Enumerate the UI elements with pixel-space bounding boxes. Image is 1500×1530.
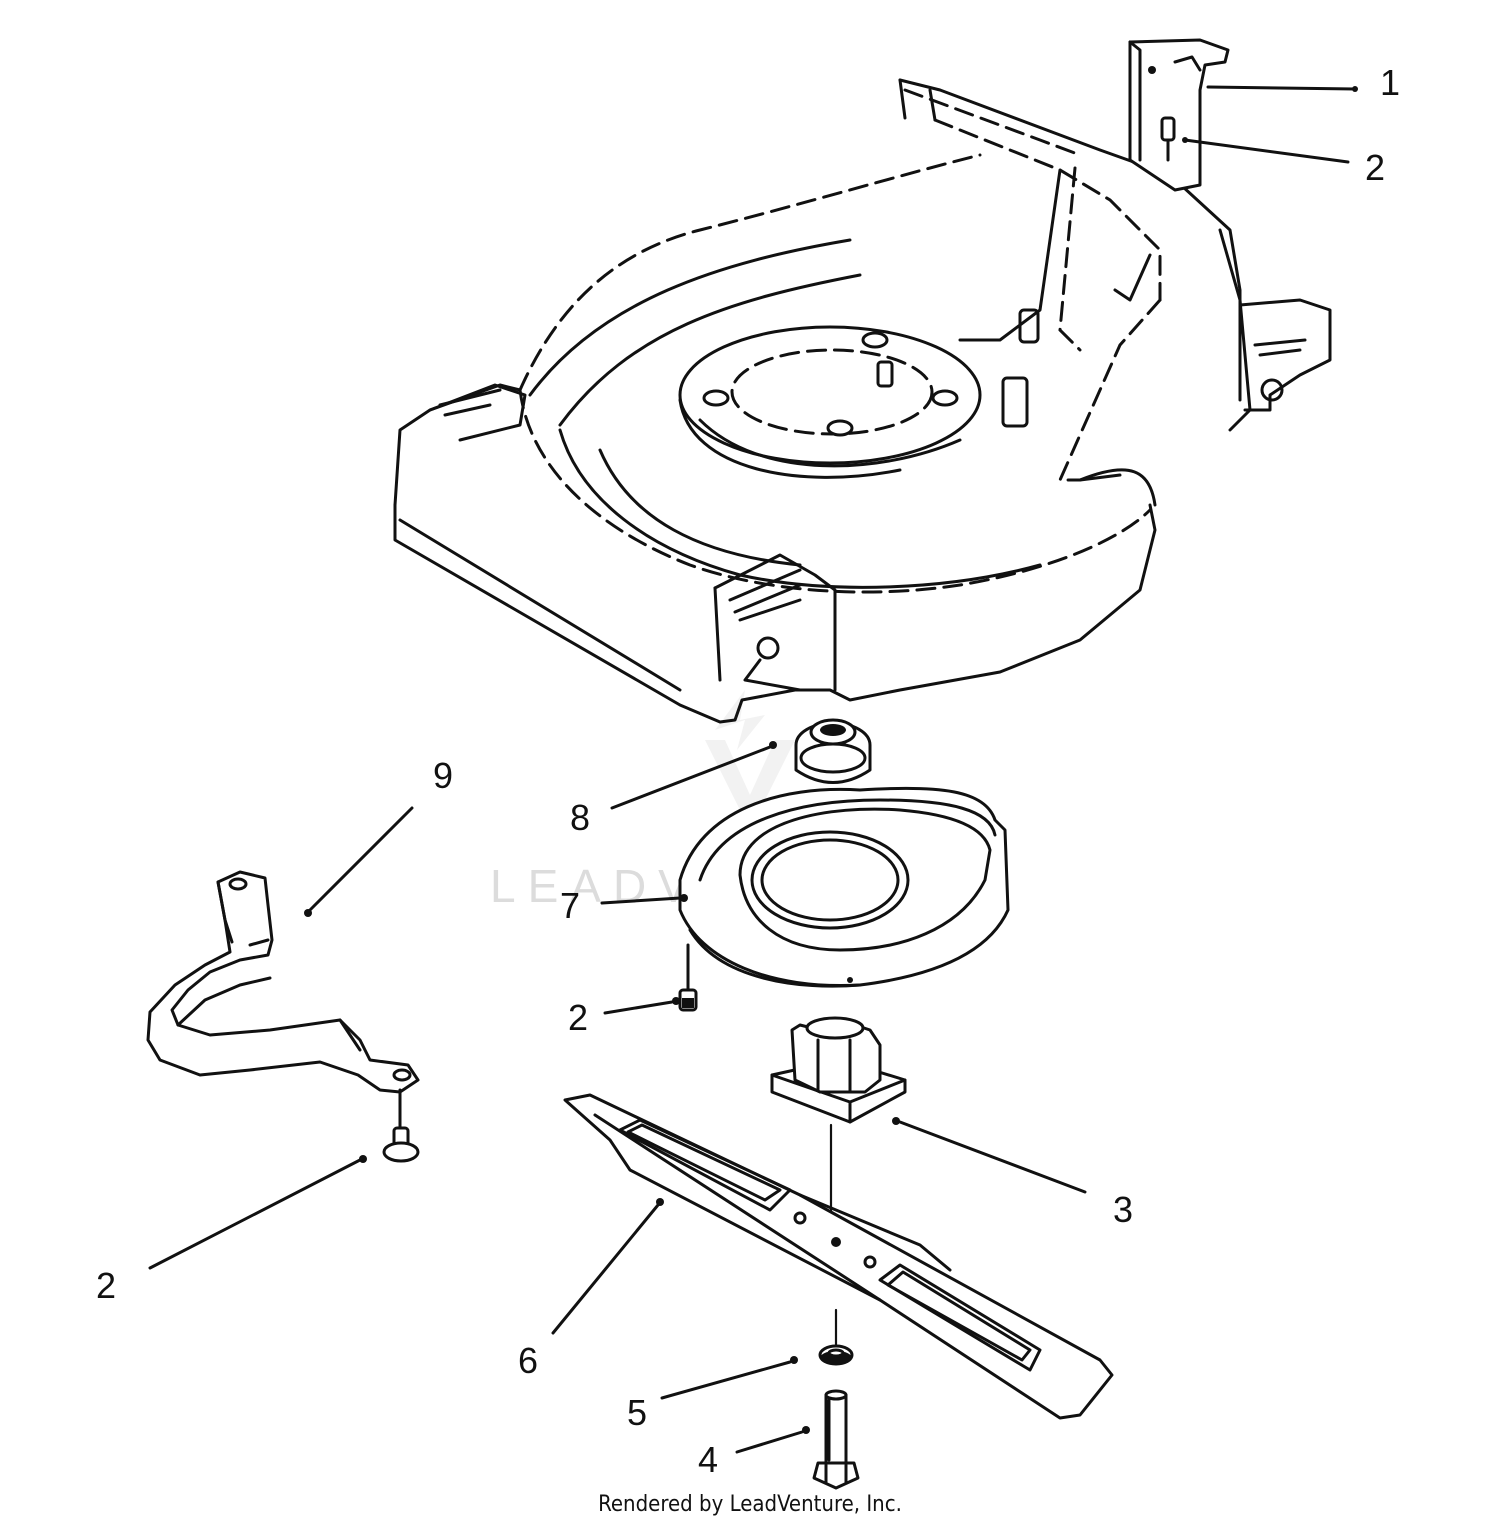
- callout-1: 1: [1206, 62, 1400, 103]
- callout-7: 7: [560, 885, 688, 926]
- part-7-baffle-plate: [678, 786, 1010, 988]
- callout-6: 6: [518, 1198, 664, 1381]
- callout-2-lower: 2: [96, 1155, 367, 1306]
- part-3-blade-adapter: [770, 1016, 907, 1124]
- callout-5: 5: [627, 1356, 798, 1433]
- callout-8: 8: [570, 741, 777, 838]
- part-1-bracket: [1128, 38, 1230, 192]
- svg-text:5: 5: [627, 1392, 647, 1433]
- svg-text:4: 4: [698, 1439, 718, 1480]
- svg-text:9: 9: [433, 755, 453, 796]
- part-8-bearing: [794, 718, 872, 784]
- callout-9: 9: [304, 755, 453, 917]
- part-4-blade-bolt: [812, 1389, 860, 1490]
- mower-deck: [393, 78, 1332, 724]
- part-2-screw-lower: [382, 1088, 420, 1163]
- part-2-screw-middle: [678, 943, 698, 1012]
- callout-3: 3: [892, 1117, 1133, 1230]
- svg-text:8: 8: [570, 797, 590, 838]
- part-5-washer: [818, 1344, 854, 1366]
- svg-text:6: 6: [518, 1340, 538, 1381]
- render-credit: Rendered by LeadVenture, Inc.: [598, 1492, 902, 1517]
- svg-text:2: 2: [1365, 147, 1385, 188]
- svg-text:2: 2: [568, 997, 588, 1038]
- callout-4: 4: [698, 1426, 810, 1480]
- svg-text:1: 1: [1380, 62, 1400, 103]
- callout-2-middle: 2: [568, 997, 680, 1038]
- part-2-screw-upper: [1160, 116, 1176, 162]
- svg-text:7: 7: [560, 885, 580, 926]
- callout-2-upper: 2: [1182, 137, 1385, 188]
- part-6-blade: [563, 1093, 1114, 1420]
- svg-text:2: 2: [96, 1265, 116, 1306]
- svg-text:3: 3: [1113, 1189, 1133, 1230]
- part-9-bail-bracket: [146, 870, 420, 1094]
